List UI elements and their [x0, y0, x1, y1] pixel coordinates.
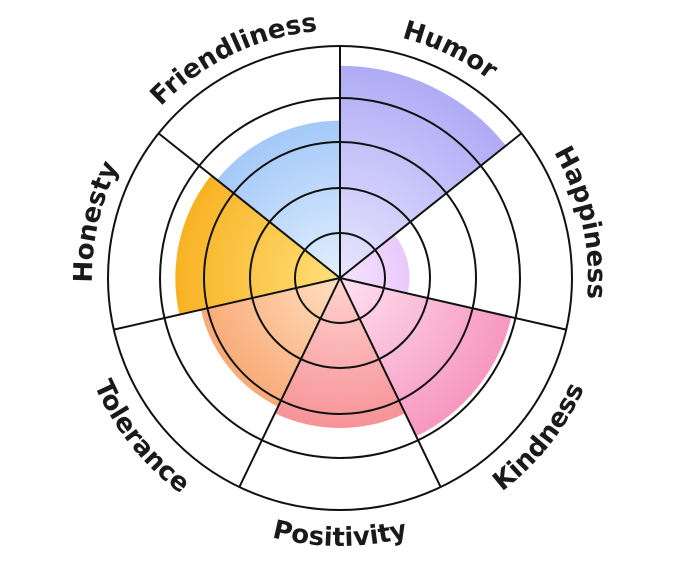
label-friendliness: Friendliness [145, 8, 319, 111]
wedge-kindness [340, 278, 512, 437]
spoke-7 [157, 132, 341, 279]
wedge-tolerance [200, 278, 340, 407]
wedge-humor [340, 65, 506, 278]
wedge-friendliness [216, 120, 340, 279]
spoke-4 [339, 277, 442, 488]
label-tolerance: Tolerance [88, 375, 195, 499]
spoke-2 [339, 132, 523, 279]
spoke-6 [113, 277, 341, 331]
spoke-3 [339, 277, 567, 331]
spoke-5 [238, 277, 341, 488]
wedge-honesty [175, 175, 340, 315]
label-positivity: Positivity [270, 515, 410, 553]
wedge-happiness [340, 234, 410, 294]
label-happiness: Happiness [548, 141, 611, 300]
wedge-positivity [274, 278, 406, 429]
